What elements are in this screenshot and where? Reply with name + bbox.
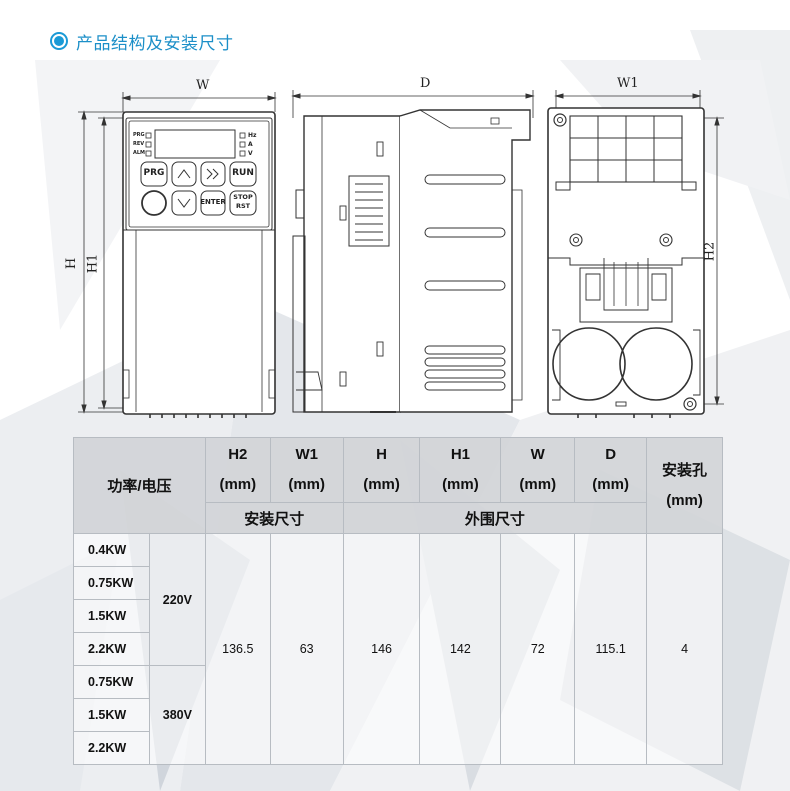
side-view-drawing xyxy=(291,90,535,413)
header-h: H(mm) xyxy=(342,437,421,503)
power-cell: 1.5KW xyxy=(73,698,150,732)
power-cell: 0.4KW xyxy=(73,533,150,567)
key-label-stop-rst: STOP RST xyxy=(233,193,253,210)
key-label-prg: PRG xyxy=(143,168,165,178)
header-w: W(mm) xyxy=(500,437,576,503)
header-group-outer: 外围尺寸 xyxy=(342,502,648,534)
table-row: 2.2KW xyxy=(73,632,723,666)
power-cell: 2.2KW xyxy=(73,731,150,765)
header-power-voltage: 功率/电压 xyxy=(73,437,206,534)
dim-label-h1: H1 xyxy=(85,253,101,274)
product-dimension-drawings xyxy=(78,90,724,418)
table-row: 0.75KW 380V xyxy=(73,665,723,765)
front-view-drawing xyxy=(78,92,277,418)
dim-label-h2: H2 xyxy=(702,241,718,262)
section-title: 产品结构及安装尺寸 xyxy=(76,33,234,54)
power-cell: 1.5KW xyxy=(73,599,150,633)
table-row: 0.4KW 220V 136.5 63 146 142 72 115.1 4 xyxy=(73,533,723,765)
key-label-run: RUN xyxy=(232,168,254,178)
circle-bullet-icon xyxy=(50,32,68,50)
dim-label-w: W xyxy=(196,78,210,93)
header-group-install: 安装尺寸 xyxy=(204,502,344,534)
power-cell: 0.75KW xyxy=(73,665,150,699)
led-label-rev: REV xyxy=(133,141,145,147)
dim-label-w1: W1 xyxy=(617,76,639,91)
table-row: 1.5KW xyxy=(73,698,723,732)
dimension-table: 功率/电压 H2(mm) W1(mm) H(mm) H1(mm) W(mm) D… xyxy=(73,437,723,765)
dim-label-h: H xyxy=(64,257,80,270)
header-h2: H2(mm) xyxy=(204,437,271,503)
header-d: D(mm) xyxy=(574,437,648,503)
led-label-hz: Hz xyxy=(248,132,257,139)
key-label-enter: ENTER xyxy=(200,198,226,206)
power-cell: 0.75KW xyxy=(73,566,150,600)
header-h1: H1(mm) xyxy=(419,437,502,503)
header-mount-hole: 安装孔(mm) xyxy=(646,437,723,534)
value-h2: 136.5 xyxy=(204,533,271,765)
value-d: 115.1 xyxy=(574,533,648,765)
table-row: 1.5KW xyxy=(73,599,723,633)
value-h: 146 xyxy=(342,533,421,765)
power-cell: 2.2KW xyxy=(73,632,150,666)
back-view-drawing xyxy=(547,90,724,418)
value-h1: 142 xyxy=(419,533,502,765)
dim-label-d: D xyxy=(420,76,431,91)
value-w: 72 xyxy=(500,533,576,765)
voltage-cell-380v: 380V xyxy=(148,665,206,765)
led-label-a: A xyxy=(248,141,253,148)
section-header: 产品结构及安装尺寸 xyxy=(50,30,234,54)
voltage-cell-220v: 220V xyxy=(148,533,206,666)
value-mount-hole: 4 xyxy=(646,533,723,765)
table-row: 2.2KW xyxy=(73,731,723,765)
led-label-v: V xyxy=(248,150,253,157)
led-label-alm: ALM xyxy=(133,150,146,156)
header-w1: W1(mm) xyxy=(269,437,344,503)
led-label-prg: PRG xyxy=(133,132,145,138)
value-w1: 63 xyxy=(269,533,344,765)
